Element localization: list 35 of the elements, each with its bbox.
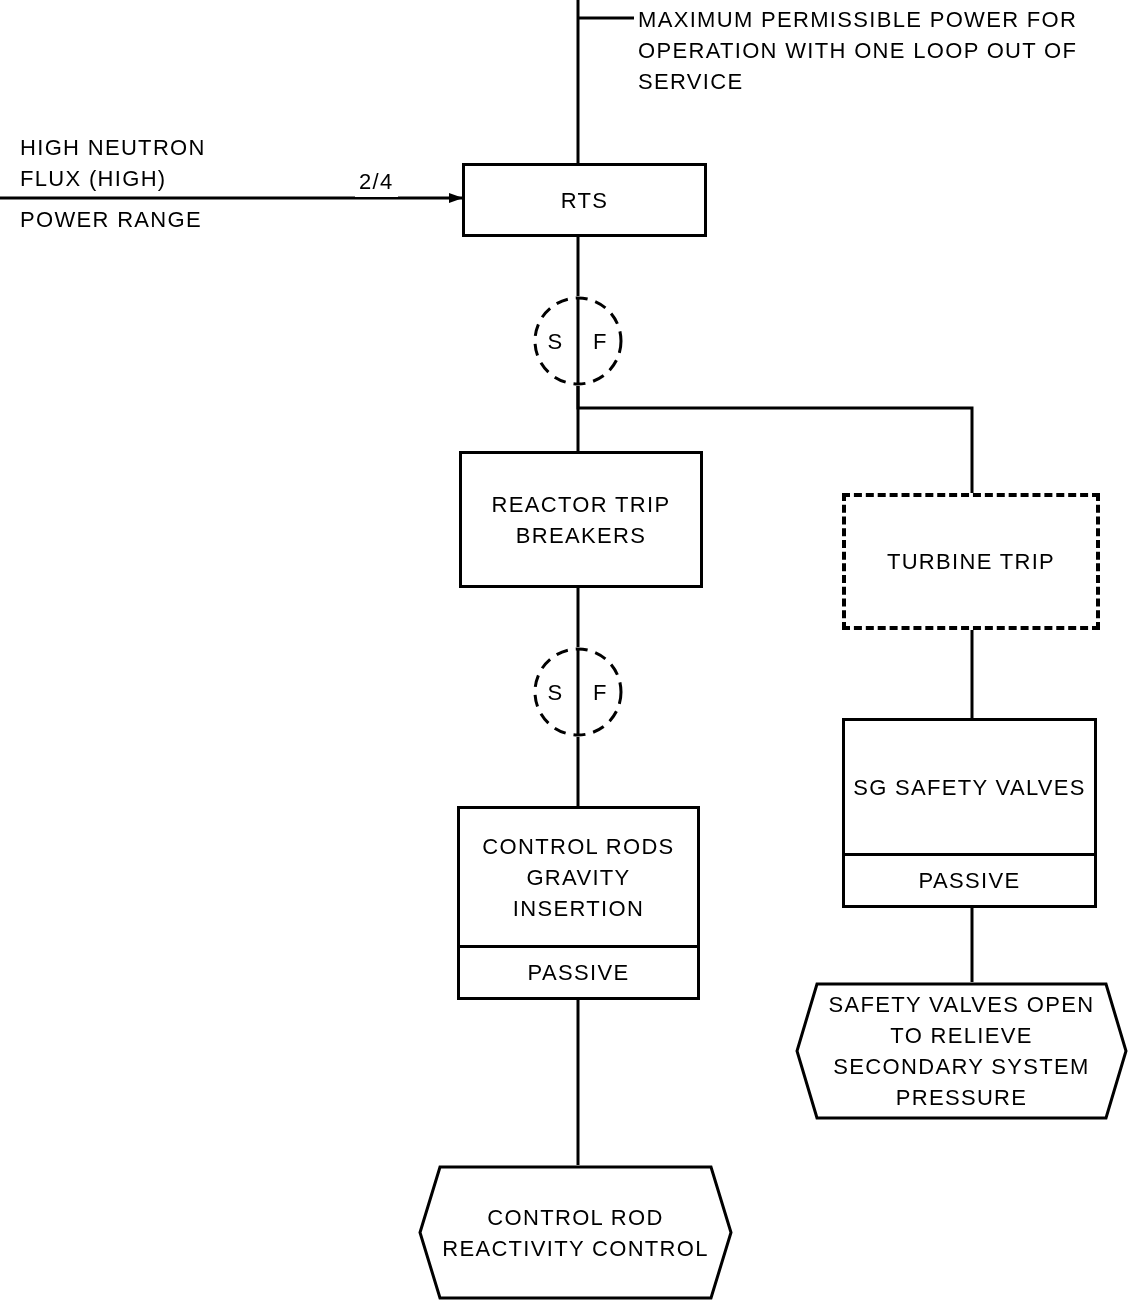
dashed-circle-node [533, 296, 623, 386]
process-box [842, 718, 1097, 908]
circle-letter: S [546, 678, 565, 707]
connector-line [576, 386, 974, 493]
connector-line [576, 237, 580, 296]
connector-line [970, 630, 974, 718]
node-text: CONTROL RODS GRAVITY INSERTION [481, 832, 676, 923]
dashed-process-box [842, 493, 1100, 630]
process-box [459, 451, 703, 588]
hexagon-node [795, 982, 1128, 1120]
node-text: SG SAFETY VALVES [853, 773, 1086, 802]
status-text: PASSIVE [918, 867, 1021, 895]
connector-line [576, 588, 580, 647]
process-box [457, 806, 700, 1000]
status-text: PASSIVE [527, 959, 630, 987]
hexagon-node [418, 1165, 733, 1300]
node-text: TURBINE TRIP [886, 548, 1056, 576]
connector-line [576, 737, 580, 806]
annotation-text: MAXIMUM PERMISSIBLE POWER FOR OPERATION WITH ONE LOOP OUT OF SERVICE [638, 6, 1079, 96]
process-box [462, 163, 707, 237]
circle-letter: F [592, 327, 609, 356]
circle-letter: S [546, 327, 565, 356]
connector-line [0, 193, 463, 203]
connector-line [576, 0, 580, 163]
node-text: SAFETY VALVES OPEN TO RELIEVE SECONDARY SYSTEM PRESSURE [827, 991, 1096, 1112]
annotation-text: HIGH NEUTRON FLUX (HIGH) [20, 134, 207, 193]
connector-line [579, 16, 634, 20]
node-text: RTS [560, 186, 609, 215]
annotation-text: POWER RANGE [20, 206, 203, 234]
circle-letter: F [592, 678, 609, 707]
node-text: CONTROL ROD REACTIVITY CONTROL [441, 1203, 710, 1263]
connector-line [970, 908, 974, 982]
dashed-circle-node [533, 647, 623, 737]
connector-line [576, 1000, 580, 1165]
node-text: REACTOR TRIP BREAKERS [490, 490, 672, 550]
